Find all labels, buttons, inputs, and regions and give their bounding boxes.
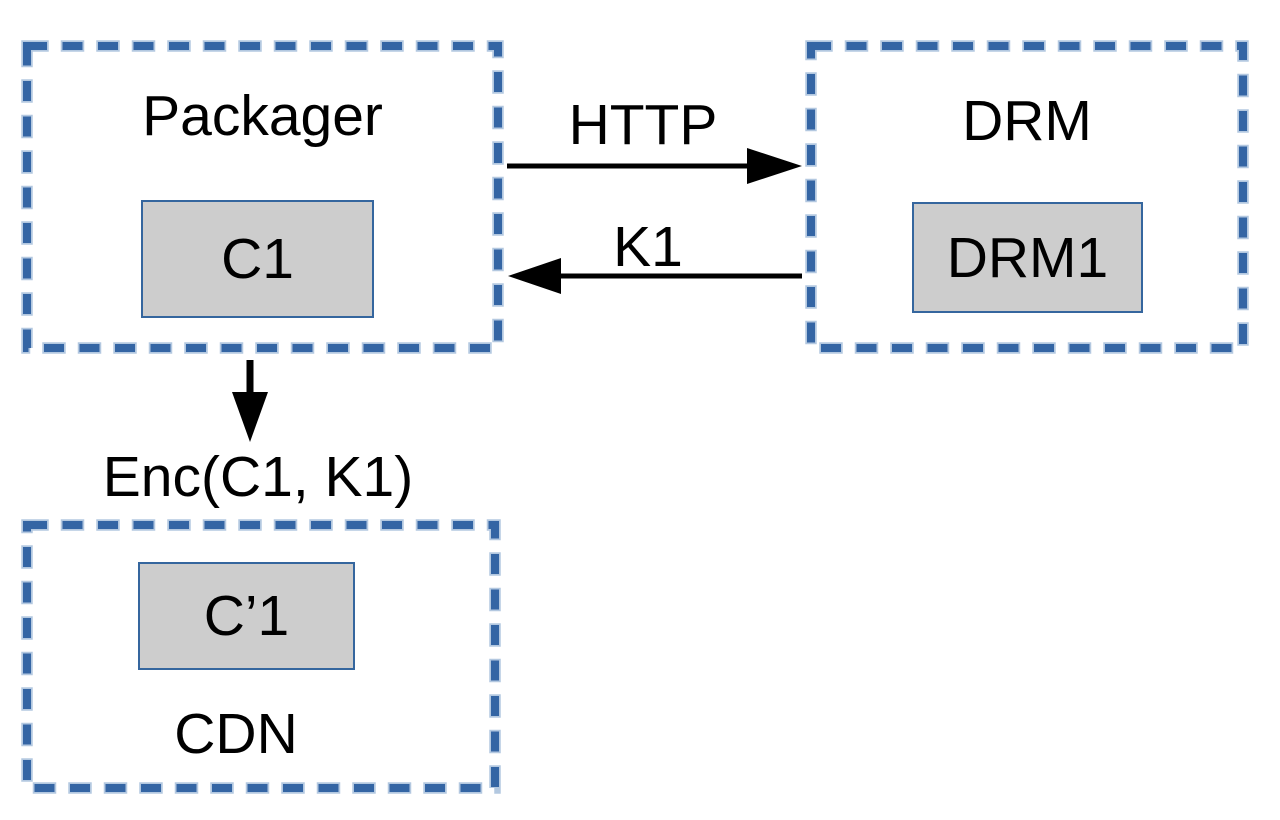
drm1-content-chip: DRM1 (912, 202, 1143, 313)
drm-node-title: DRM (962, 89, 1092, 153)
http-arrow-head-icon (747, 148, 802, 184)
k1-arrow-head-icon (508, 258, 561, 294)
encrypted-c1-chip-label: C’1 (203, 584, 290, 648)
drm-box-dash (807, 42, 1247, 352)
c1-content-chip: C1 (141, 200, 374, 318)
http-edge-label: HTTP (568, 93, 718, 157)
encrypted-c1-content-chip: C’1 (138, 562, 355, 670)
packager-box-dash (23, 42, 502, 352)
drm1-chip-label: DRM1 (946, 225, 1109, 290)
packager-box-border (21, 40, 504, 354)
http-arrow (507, 148, 802, 184)
packager-to-cdn-arrow (232, 360, 268, 442)
drm-box-border (805, 40, 1249, 354)
enc-edge-label: Enc(C1, K1) (102, 445, 414, 509)
cdn-node-title: CDN (174, 702, 298, 766)
packager-node-title: Packager (142, 84, 383, 148)
cdn-box-border (21, 519, 501, 794)
packager-to-cdn-arrow-head-icon (232, 392, 268, 442)
c1-chip-label: C1 (221, 227, 294, 291)
k1-arrow (508, 258, 802, 294)
cdn-box-dash (23, 521, 499, 792)
k1-edge-label: K1 (613, 215, 683, 279)
